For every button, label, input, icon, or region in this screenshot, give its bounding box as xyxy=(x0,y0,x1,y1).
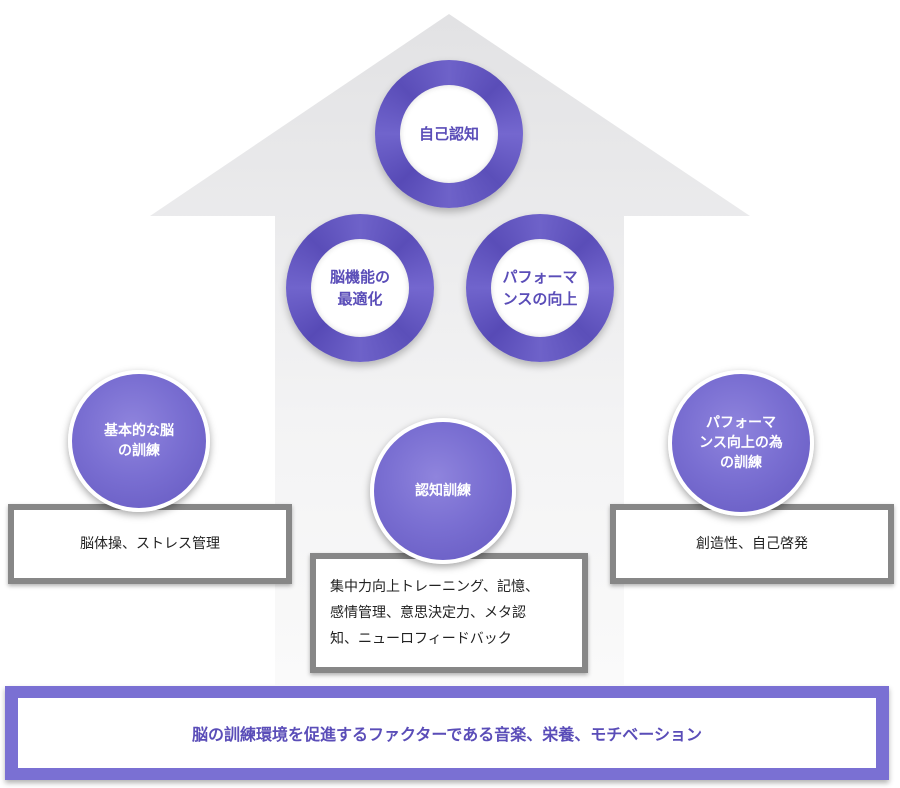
performance-training-circle: パフォーマ ンス向上の為 の訓練 xyxy=(668,370,814,516)
basic-training-box: 脳体操、ストレス管理 xyxy=(8,504,292,584)
basic-training-label-line1: 基本的な脳 xyxy=(104,423,174,439)
cognitive-training-circle: 認知訓練 xyxy=(370,418,516,564)
performance-training-label-line1: パフォーマ xyxy=(705,415,776,431)
performance-training-label-line3: の訓練 xyxy=(719,455,762,471)
brain-optimization-label-line2: 最適化 xyxy=(337,290,383,308)
cognitive-training-label: 認知訓練 xyxy=(415,483,471,499)
performance-training-detail: 創造性、自己啓発 xyxy=(696,536,808,552)
performance-training-box: 創造性、自己啓発 xyxy=(610,504,894,584)
performance-improvement-label-line2: ンスの向上 xyxy=(502,290,578,308)
basic-training-circle: 基本的な脳 の訓練 xyxy=(68,370,210,512)
basic-training-detail: 脳体操、ストレス管理 xyxy=(80,536,220,552)
brain-optimization-circle: 脳機能の 最適化 xyxy=(286,214,434,362)
self-awareness-circle: 自己認知 xyxy=(375,60,523,208)
self-awareness-label: 自己認知 xyxy=(418,125,479,143)
basic-training-label-line2: の訓練 xyxy=(118,443,160,459)
cognitive-training-detail-line1: 集中力向上トレーニング、記憶、 xyxy=(330,579,540,595)
cognitive-training-box: 集中力向上トレーニング、記憶、 感情管理、意思決定力、メタ認 知、ニューロフィー… xyxy=(310,553,588,673)
foundation-text: 脳の訓練環境を促進するファクターである音楽、栄養、モチベーション xyxy=(192,725,702,744)
cognitive-training-detail-line2: 感情管理、意思決定力、メタ認 xyxy=(330,605,526,621)
foundation-panel: 脳の訓練環境を促進するファクターである音楽、栄養、モチベーション xyxy=(18,698,876,768)
brain-optimization-label-line1: 脳機能の xyxy=(329,268,390,286)
performance-improvement-label-line1: パフォーマ xyxy=(502,268,578,286)
performance-training-label-line2: ンス向上の為 xyxy=(699,435,783,451)
performance-improvement-circle: パフォーマ ンスの向上 xyxy=(466,214,614,362)
cognitive-training-detail-line3: 知、ニューロフィードバック xyxy=(330,631,512,647)
